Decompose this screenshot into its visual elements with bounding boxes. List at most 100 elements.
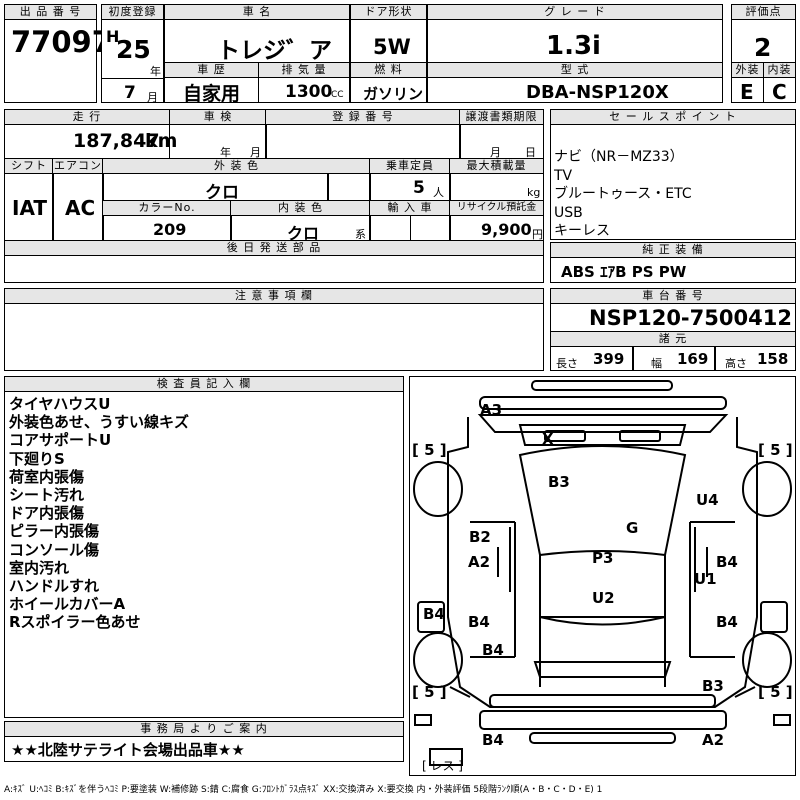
chassis-box: 車 台 番 号 NSP120-7500412 諸 元 長さ 399 幅 169 …	[550, 288, 796, 371]
inspector-item: コアサポートU	[9, 431, 112, 450]
model-label: 型 式	[427, 62, 723, 78]
damage-mark-g: G	[626, 519, 639, 537]
later-parts-label: 後 日 発 送 部 品	[4, 240, 544, 256]
car-name-label: 車 名	[164, 4, 350, 20]
interior-color-label: 内 装 色	[230, 200, 371, 216]
sales-point-item: USB	[554, 204, 583, 221]
era: H	[106, 27, 120, 46]
transfer-day-unit: 日	[525, 146, 536, 159]
damage-mark-u2: U2	[592, 589, 615, 607]
damage-mark-b3-top: B3	[548, 473, 570, 491]
damage-mark-b4-right: B4	[716, 553, 738, 571]
equipment: ABS ｴｱB PS PW	[561, 263, 687, 281]
inspection-label: 車 検	[169, 109, 267, 125]
model: DBA-NSP120X	[526, 82, 669, 103]
month-unit: 月	[147, 91, 158, 104]
sales-point-label: セ ー ル ス ポ イ ン ト	[550, 109, 796, 125]
dimensions-label: 諸 元	[550, 331, 796, 347]
inspector-item: ピラー内張傷	[9, 522, 100, 541]
interior-unit: 系	[355, 228, 366, 241]
ac-label: エアコン	[52, 158, 104, 174]
inspector-label: 検 査 員 記 入 欄	[4, 376, 404, 392]
inspector-item: ホイールカバーA	[9, 595, 126, 614]
damage-mark-b4-left-inner: B4	[468, 613, 490, 631]
notes-label: 注 意 事 項 欄	[4, 288, 544, 304]
height-cell	[714, 346, 796, 371]
sales-point-item: キーレス	[554, 223, 610, 239]
registration-number-label: 登 録 番 号	[265, 109, 461, 125]
interior-label: 内装	[763, 62, 796, 78]
exterior-color-label: 外 装 色	[102, 158, 371, 174]
ac: AC	[65, 196, 96, 220]
inspector-list: タイヤハウスU 外装色あせ、うすい線キズ コアサポートU 下廻りS 荷室内張傷 …	[9, 395, 189, 632]
transfer-month-unit: 月	[490, 146, 501, 159]
notes-box: 注 意 事 項 欄	[4, 288, 544, 371]
displacement-unit: CC	[331, 90, 344, 100]
history: 自家用	[183, 83, 241, 105]
first-registration-label: 初度登録	[101, 4, 164, 20]
tire-label-front-left: [ 5 ]	[412, 441, 447, 459]
car-name: トレジ゛ア	[217, 38, 332, 64]
door-label: ドア形状	[350, 4, 427, 20]
grade-box: グ レ ー ド 1.3i 型 式 DBA-NSP120X	[427, 4, 723, 103]
height-label: 高さ	[725, 357, 747, 370]
inspector-box: 検 査 員 記 入 欄 タイヤハウスU 外装色あせ、うすい線キズ コアサポートU…	[4, 376, 404, 718]
displacement-cell	[258, 77, 350, 103]
lot-number: 77097	[11, 25, 112, 59]
color-number: 209	[153, 220, 187, 239]
month-divider	[101, 78, 164, 79]
shift: IAT	[12, 196, 48, 220]
fuel: ガソリン	[363, 85, 424, 103]
import-divider	[410, 215, 411, 242]
sales-point-box: セ ー ル ス ポ イ ン ト ナビ（NR－MZ33） TV ブルートゥース・E…	[550, 109, 796, 240]
sales-point-list: ナビ（NR－MZ33） TV ブルートゥース・ETC USB キーレス	[554, 148, 692, 241]
inspector-item: Rスポイラー色あせ	[9, 613, 141, 632]
damage-mark-b4-left-lower: B4	[482, 641, 504, 659]
sales-point-item: ナビ（NR－MZ33）	[554, 149, 684, 165]
grade-label: グ レ ー ド	[427, 4, 723, 20]
interior-color: クロ	[287, 224, 320, 243]
damage-mark-b4-bottom: B4	[482, 731, 504, 749]
loading-unit: kg	[527, 186, 541, 199]
recycle-unit: 円	[532, 228, 543, 241]
width-label: 幅	[651, 357, 662, 370]
transfer-deadline-label: 譲渡書類期限	[459, 109, 544, 125]
inspector-item: 室内汚れ	[9, 558, 70, 577]
inspector-item: ハンドルすれ	[9, 577, 100, 596]
history-label: 車 歴	[164, 62, 259, 78]
car-diagram	[413, 380, 792, 766]
office-note: ★★北陸サテライト会場出品車★★	[11, 741, 245, 759]
damage-mark-b4-right-lower: B4	[716, 613, 738, 631]
mileage-unit: km	[145, 130, 178, 152]
office-box: 事 務 局 よ り ご 案 内 ★★北陸サテライト会場出品車★★	[4, 721, 404, 762]
equipment-label: 純 正 装 備	[550, 242, 796, 258]
loading-label: 最大積載量	[449, 158, 544, 174]
registration-number-cell	[265, 124, 461, 160]
legend: A:ｷｽﾞ U:ﾍｺﾐ B:ｷｽﾞを伴うﾍｺﾐ P:要塗装 W:補修跡 S:錆 …	[4, 785, 603, 795]
capacity: 5	[413, 178, 425, 198]
inspector-item: タイヤハウスU	[9, 395, 111, 413]
inspection-month-unit: 月	[250, 146, 261, 159]
fuel-label: 燃 料	[350, 62, 427, 78]
inspector-item: 外装色あせ、うすい線キズ	[9, 413, 190, 432]
tire-label-rear-right: [ 5 ]	[758, 683, 793, 701]
tire-label-front-right: [ 5 ]	[758, 441, 793, 459]
inspector-item: ドア内張傷	[9, 504, 85, 523]
recycle-label: リサイクル預託金	[449, 200, 544, 216]
score-label: 評価点	[731, 4, 796, 20]
interior-grade: C	[772, 80, 787, 104]
exterior-color: クロ	[205, 183, 239, 203]
score: 2	[754, 33, 772, 62]
inspector-item: コンソール傷	[9, 540, 100, 559]
damage-mark-u1: U1	[694, 570, 717, 588]
damage-mark-b4-left-outer: B4	[423, 605, 445, 623]
score-box: 評価点 2 外装 内装 E C	[731, 4, 796, 104]
capacity-unit: 人	[433, 186, 444, 199]
sales-point-item: TV	[554, 167, 573, 184]
damage-mark-p3: P3	[592, 549, 614, 567]
height: 158	[757, 350, 789, 368]
tire-label-rear-left: [ 5 ]	[412, 683, 447, 701]
registration-year: 25	[116, 35, 151, 64]
shift-label: シフト	[4, 158, 54, 174]
width: 169	[677, 350, 709, 368]
